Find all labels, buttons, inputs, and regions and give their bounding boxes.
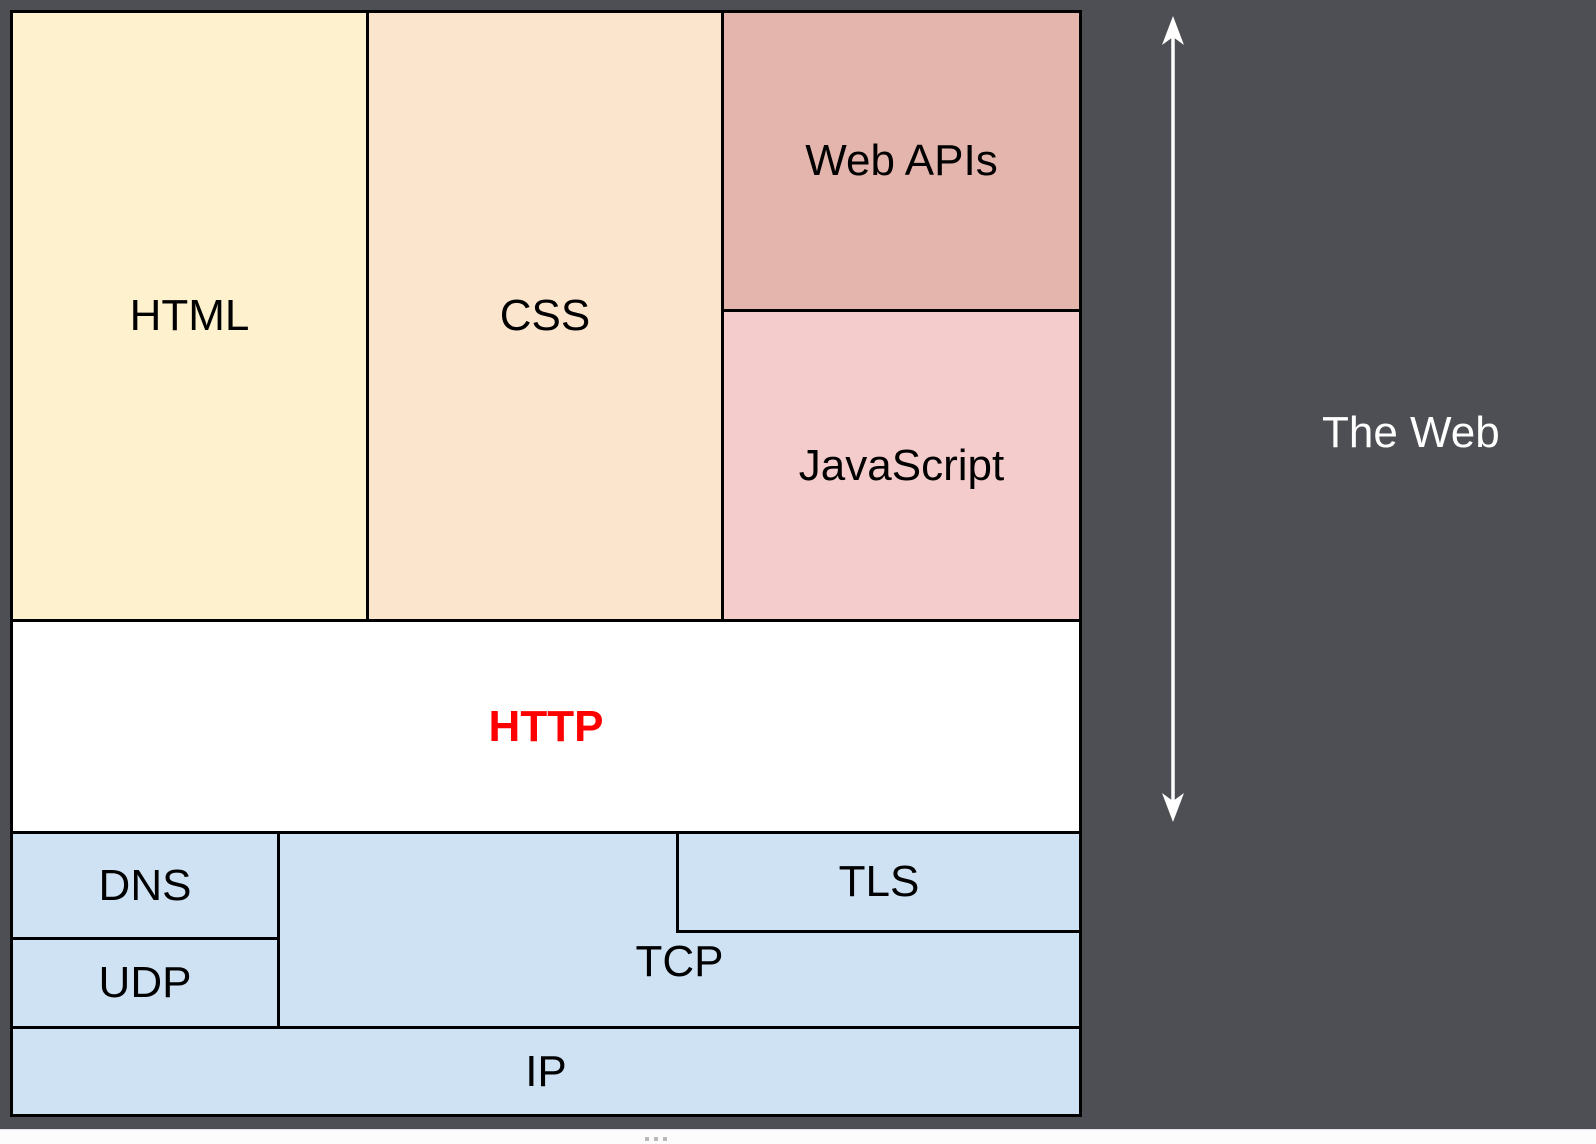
block-http-label: HTTP xyxy=(488,701,604,751)
block-dns-label: DNS xyxy=(98,860,192,910)
block-ip: IP xyxy=(10,1026,1082,1117)
block-udp: UDP xyxy=(10,937,280,1029)
block-dns: DNS xyxy=(10,831,280,940)
block-html: HTML xyxy=(10,10,369,622)
block-html-label: HTML xyxy=(129,291,250,340)
block-web-apis-label: Web APIs xyxy=(805,136,998,185)
block-tls-label: TLS xyxy=(838,857,920,906)
block-tls: TLS xyxy=(676,831,1082,933)
block-http: HTTP xyxy=(10,619,1082,834)
block-web-apis: Web APIs xyxy=(721,10,1082,312)
block-css: CSS xyxy=(366,10,724,622)
the-web-label: The Web xyxy=(1322,408,1500,457)
block-tcp-label: TCP xyxy=(635,937,724,986)
bottom-bar xyxy=(0,1129,1596,1144)
drag-handle-icon[interactable] xyxy=(645,1137,667,1141)
block-ip-label: IP xyxy=(525,1046,567,1096)
vertical-double-arrow-icon xyxy=(1162,16,1184,822)
block-javascript: JavaScript xyxy=(721,309,1082,622)
block-javascript-label: JavaScript xyxy=(798,440,1005,490)
block-css-label: CSS xyxy=(499,291,591,340)
block-udp-label: UDP xyxy=(98,958,192,1007)
